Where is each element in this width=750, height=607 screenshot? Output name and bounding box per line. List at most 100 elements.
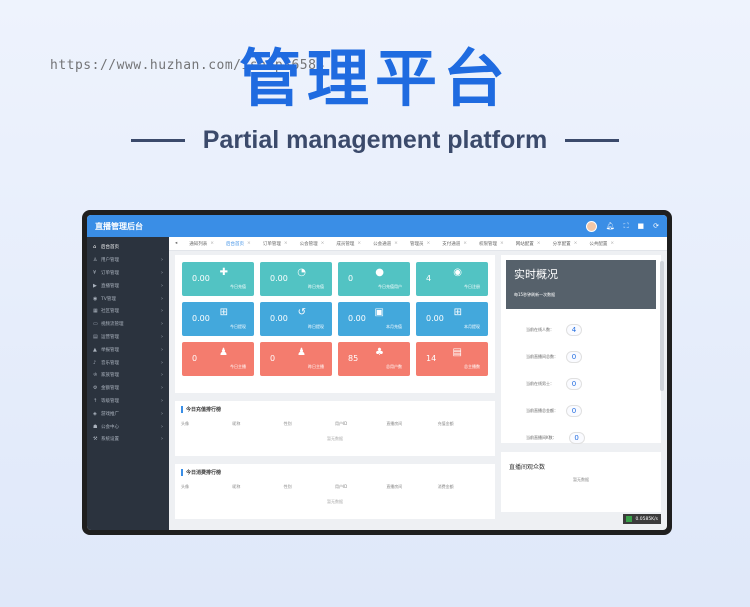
tab-label: 公会通道 [373,241,392,247]
sidebar-item[interactable]: ▤ 运营管理 › [87,331,169,344]
stat-card[interactable]: 0 ♟ 昨日主播 [260,342,332,376]
tab-item[interactable]: 管理员× [404,237,436,250]
subtitle-line-left [130,139,185,142]
close-icon[interactable]: × [426,241,431,246]
stat-icon: ✚ [219,267,228,278]
tab-item[interactable]: 分享配置× [547,237,584,250]
stat-label: 本月充值 [386,324,402,329]
tab-item[interactable]: 公会管理× [294,237,331,250]
stat-card[interactable]: 85 ♣ 总用户数 [338,342,410,376]
realtime-header: 实时概况 每15秒钟刷新一次数据 [506,260,656,309]
stat-card[interactable]: 14 ▤ 总主播数 [416,342,488,376]
stat-label: 当前直播间K数： [526,435,557,440]
tab-item[interactable]: 后台首页× [220,237,257,250]
stat-value: 0.00 [270,274,288,283]
sidebar-item[interactable]: ⚒ 系统设置 › [87,433,169,446]
stat-card[interactable]: 0 ● 今日充值用户 [338,262,410,296]
sidebar-item-label: 订单管理 [101,270,119,276]
tab-item[interactable]: 公会通道× [367,237,404,250]
close-icon[interactable]: × [610,241,615,246]
tab-item[interactable]: 权限管理× [473,237,510,250]
stat-icon: ♣ [375,347,384,358]
grid-icon: ▦ [93,308,98,315]
sidebar-item[interactable]: ◉ TV管理 › [87,292,169,305]
tab-item[interactable]: 通知列表× [183,237,220,250]
close-icon[interactable]: × [247,241,251,246]
recharge-ranking-title: 今日充值排行榜 [181,406,489,413]
column-header: 用户ID [334,484,348,489]
gear-icon: ⚙ [93,385,98,392]
tab-label: 成员管理 [336,241,355,247]
sidebar-item[interactable]: ♙ 用户管理 › [87,254,169,267]
refresh-icon[interactable]: ⟳ [653,222,659,230]
stat-label: 当前直播间总数： [526,354,558,359]
hero-subtitle-row: Partial management platform [0,126,750,155]
stat-value: 0 [566,351,582,363]
close-icon[interactable]: × [283,241,288,246]
realtime-stat: 当前直播间K数： 0 [506,432,656,444]
sidebar-item[interactable]: ♔ 家族管理 › [87,369,169,382]
tab-label: 网站配置 [515,241,534,247]
column-header: 昵称 [232,484,241,489]
tab-item[interactable]: 支付通道× [436,237,473,250]
tab-item[interactable]: 成员管理× [330,237,367,250]
sidebar-item[interactable]: ▦ 社区管理 › [87,305,169,318]
chevron-right-icon: › [161,385,163,392]
stat-card[interactable]: 0.00 ⊞ 本月提现 [416,302,488,336]
close-icon[interactable]: × [573,241,578,246]
stat-card[interactable]: 0.00 ↺ 昨日提现 [260,302,332,336]
sidebar-item[interactable]: ▭ 视频流管理 › [87,318,169,331]
sidebar-item[interactable]: ⌂ 后台首页 [87,241,169,254]
close-icon[interactable]: × [210,241,215,246]
stat-card[interactable]: 0.00 ◔ 昨日充值 [260,262,332,296]
sidebar-item-label: 社区管理 [101,309,119,315]
stat-card[interactable]: 0.00 ⊞ 今日提现 [182,302,254,336]
close-icon[interactable]: × [320,241,325,246]
scrollbar[interactable] [660,261,664,391]
close-icon[interactable]: × [500,241,504,246]
chevron-right-icon: › [161,436,163,443]
stat-icon: ♟ [297,347,306,358]
stat-label: 今日充值 [230,284,246,289]
close-icon[interactable]: × [536,241,541,246]
sidebar-item-label: TV管理 [101,296,116,302]
sidebar-item[interactable]: ♪ 音乐管理 › [87,356,169,369]
stat-value: 0.00 [348,314,366,323]
tab-label: 权限管理 [479,241,498,247]
sidebar-item[interactable]: ▲ 举报管理 › [87,343,169,356]
sidebar-item[interactable]: ☗ 公会中心 › [87,420,169,433]
stat-value: 4 [426,274,432,283]
stat-value: 14 [426,354,437,363]
stat-card[interactable]: 0.00 ✚ 今日充值 [182,262,254,296]
tab-scroll-left[interactable]: ◂ [175,241,178,246]
realtime-subtitle: 每15秒钟刷新一次数据 [514,292,556,297]
column-header: 性别 [283,484,292,489]
bell-icon[interactable]: 🔔︎ [605,222,615,230]
close-icon[interactable]: × [463,241,468,246]
sidebar-item[interactable]: ↑ 等级管理 › [87,395,169,408]
close-icon[interactable]: × [394,241,398,246]
video-icon: ▶ [93,282,97,289]
stat-label: 本月提现 [464,324,480,329]
user-icon: ♙ [93,257,98,264]
stat-card[interactable]: 0.00 ▣ 本月充值 [338,302,410,336]
chevron-right-icon: › [161,257,163,264]
close-icon[interactable]: × [357,241,362,246]
user-avatar[interactable] [585,220,597,232]
sidebar-item[interactable]: ¥ 订单管理 › [87,267,169,280]
tab-item[interactable]: 网站配置× [510,237,547,250]
sidebar-item-label: 视频流管理 [101,322,124,328]
lock-icon[interactable]: ■ [637,222,645,230]
tab-item[interactable]: 公共配置× [583,237,620,250]
sidebar-item[interactable]: ⚙ 金额管理 › [87,382,169,395]
sidebar-item[interactable]: ▶ 直播管理 › [87,279,169,292]
stat-card[interactable]: 0 ♟ 今日主播 [182,342,254,376]
calendar-icon: ▤ [93,333,98,340]
fullscreen-icon[interactable]: ⛶ [623,221,629,230]
tab-item[interactable]: 订单管理× [257,237,294,250]
stat-card[interactable]: 4 ◉ 今日注册 [416,262,488,296]
sidebar-item[interactable]: ◈ 游戏推广 › [87,407,169,420]
